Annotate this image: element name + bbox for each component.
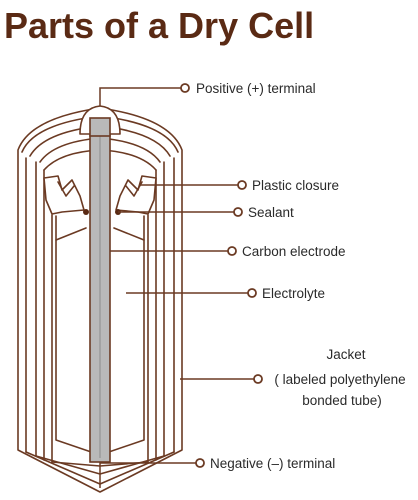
chamber-top-line-r [113, 227, 145, 241]
leader-negative [99, 462, 198, 488]
leader-positive-dot [180, 83, 190, 93]
label-jacket-line1: Jacket [326, 347, 365, 362]
label-negative-terminal: Negative (–) terminal [210, 456, 335, 471]
leader-positive [99, 87, 184, 106]
leader-jacket-dot [253, 374, 263, 384]
label-jacket-line3: bonded tube) [302, 393, 382, 408]
label-positive-terminal: Positive (+) terminal [196, 81, 316, 96]
leader-carbon-electrode-dot [227, 246, 237, 256]
chamber-top-line [55, 227, 87, 241]
leader-sealant-dot [233, 207, 243, 217]
label-carbon-electrode: Carbon electrode [242, 244, 346, 259]
positive-cap-top [89, 117, 111, 137]
closure-inner-right [125, 181, 143, 197]
battery-cutaway [17, 105, 183, 493]
leader-negative-dot [195, 458, 205, 468]
label-jacket-line2: ( labeled polyethylene [274, 372, 405, 387]
closure-inner-left [57, 181, 75, 197]
leader-plastic-closure-dot [237, 180, 247, 190]
labels: Positive (+) terminal Plastic closure Se… [196, 81, 406, 471]
label-electrolyte: Electrolyte [262, 286, 325, 301]
leader-lines [99, 83, 263, 488]
label-plastic-closure: Plastic closure [252, 178, 339, 193]
label-sealant: Sealant [248, 205, 294, 220]
leader-electrolyte-dot [247, 288, 257, 298]
page-title: Parts of a Dry Cell [4, 5, 314, 46]
sealant-dot-left [83, 209, 89, 215]
